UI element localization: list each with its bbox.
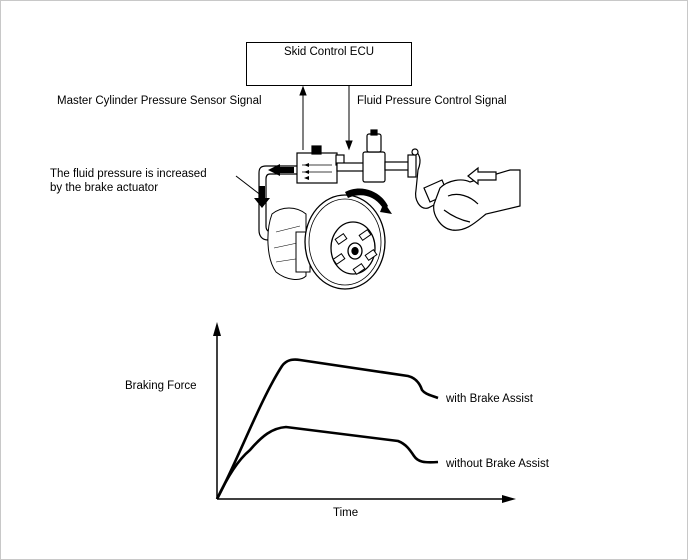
series-label-with-brake-assist: with Brake Assist [446,393,533,405]
series-line-with-brake-assist [215,358,439,500]
actuator-body [296,152,338,184]
skid-control-ecu-box: Skid Control ECU [246,42,412,86]
disc-rotor [304,194,386,290]
rotation-arrow-icon [345,188,388,210]
brake-caliper [267,207,311,280]
fluid-arrow-down-icon [254,186,270,208]
chart-y-axis-label: Braking Force [125,380,197,392]
series-line-without-brake-assist [215,425,439,500]
signal-up-arrow [299,85,307,96]
reservoir [366,133,382,153]
annotation-line-2: by the brake actuator [50,182,159,194]
fluid-pressure-control-signal-label: Fluid Pressure Control Signal [357,95,507,107]
annotation-leader-line [235,175,263,197]
master-cylinder-assembly [336,129,417,183]
foot-push-arrow-icon [467,166,497,186]
master-cylinder-signal-label: Master Cylinder Pressure Sensor Signal [57,95,262,107]
series-label-without-brake-assist: without Brake Assist [446,458,549,470]
annotation-line-1: The fluid pressure is increased [50,168,207,180]
x-axis-arrowhead [502,495,516,503]
y-axis-arrowhead [213,322,221,336]
fluid-arrow-left-icon [268,164,294,176]
chart [213,322,516,503]
lug-studs [332,228,378,276]
master-cylinder-body [362,151,386,183]
driver-foot [433,169,521,231]
signal-down-arrow [345,140,353,151]
ecu-title: Skid Control ECU [283,46,375,58]
actuator-sensor [311,145,322,155]
chart-x-axis-label: Time [333,507,359,519]
signal-lines [299,85,353,151]
